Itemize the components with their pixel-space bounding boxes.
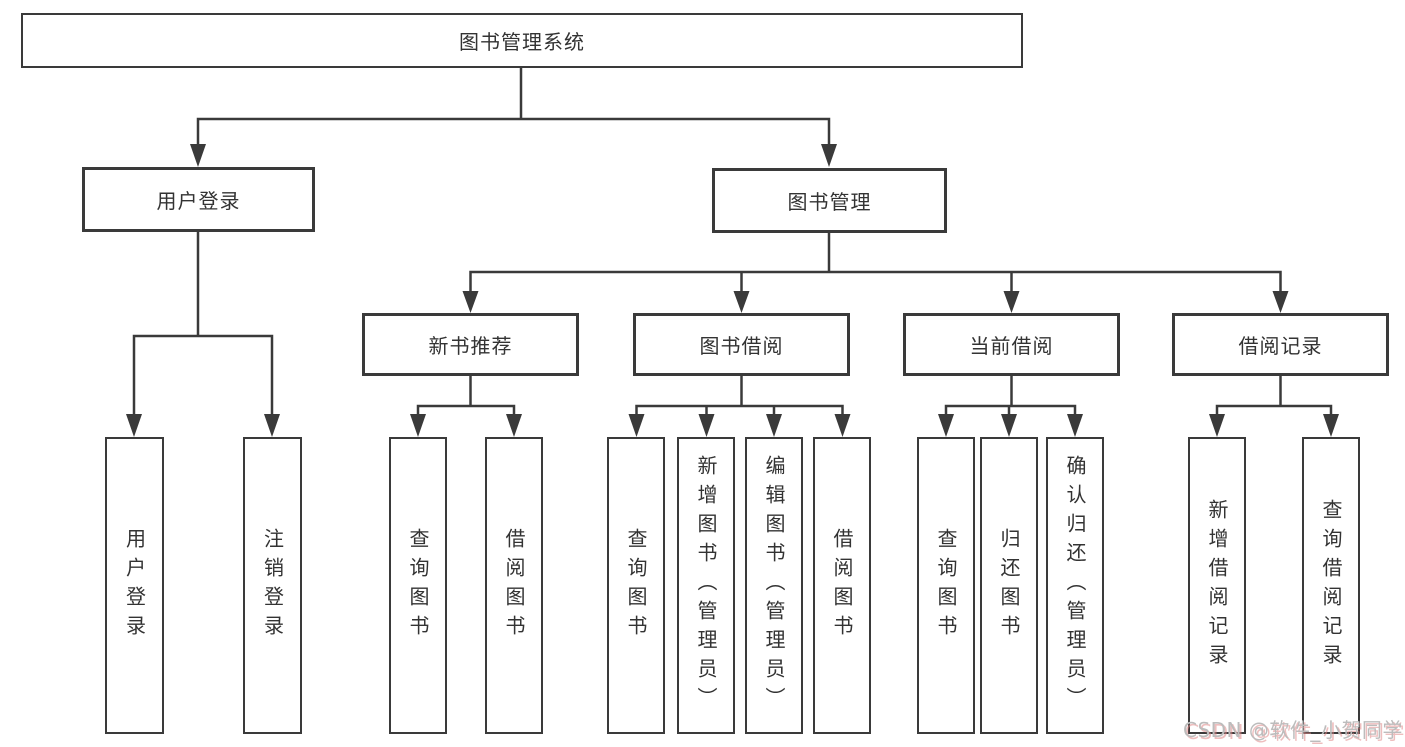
leaf-logout-label: 注销登录 [260,527,285,644]
arrowhead [506,414,522,437]
arrowhead [766,414,782,437]
csdn-watermark: CSDN @软件_小贺同学 [1183,718,1403,742]
node-user-login: 用户登录 [82,167,315,232]
arrowhead [190,144,206,167]
edge [132,334,274,416]
leaf-borrow-books-borrowing-label: 借阅图书 [830,527,854,644]
edge [1215,404,1333,417]
leaf-confirm-return-admin: 确认归还（管理员） [1046,437,1104,734]
edges-book-borrow-subtree [635,376,844,417]
arrowhead [698,414,715,437]
edges-root [196,68,831,147]
leaf-query-books-current: 查询图书 [917,437,975,734]
arrowhead [126,414,142,437]
leaf-logout: 注销登录 [243,437,302,734]
arrowhead [462,291,479,313]
node-current-borrowing: 当前借阅 [903,313,1120,376]
leaf-query-books-current-label: 查询图书 [934,527,958,644]
leaf-edit-books-admin: 编辑图书（管理员） [745,437,803,734]
edges-new-book-subtree [416,376,516,417]
edge [196,117,831,147]
node-root-label: 图书管理系统 [459,30,585,54]
leaf-add-books-admin: 新增图书（管理员） [677,437,735,734]
node-book-management-label: 图书管理 [787,190,872,214]
arrowhead [1067,414,1083,437]
edges-current-borrow-subtree [944,376,1077,417]
arrowhead [938,414,954,437]
leaf-add-borrow-record: 新增借阅记录 [1188,437,1246,734]
leaf-query-books-borrowing-label: 查询图书 [624,527,648,644]
arrowhead [821,144,837,167]
leaf-query-borrow-record: 查询借阅记录 [1302,437,1360,734]
node-new-book-recommend: 新书推荐 [362,313,579,376]
node-root: 图书管理系统 [21,13,1023,68]
edge [635,404,844,417]
edge [469,270,1282,293]
arrowhead [733,291,750,313]
leaf-user-login: 用户登录 [105,437,164,734]
leaf-return-books-label: 归还图书 [997,527,1021,644]
leaf-edit-books-admin-label: 编辑图书（管理员） [762,455,786,716]
arrowhead [834,414,851,437]
arrowhead [1003,291,1020,313]
arrowhead [1272,291,1289,313]
node-user-login-label: 用户登录 [156,189,241,213]
edge [416,404,516,417]
leaf-confirm-return-admin-label: 确认归还（管理员） [1063,455,1087,716]
arrowheads [126,144,1339,437]
node-book-borrowing: 图书借阅 [633,313,850,376]
leaf-borrow-books-recommend: 借阅图书 [485,437,543,734]
leaf-return-books: 归还图书 [980,437,1038,734]
arrowhead [410,414,426,437]
leaf-borrow-books-borrowing: 借阅图书 [813,437,871,734]
edges-user-login-subtree [132,232,274,416]
arrowhead [264,414,280,437]
node-borrowing-records: 借阅记录 [1172,313,1389,376]
leaf-add-books-admin-label: 新增图书（管理员） [694,455,718,716]
leaf-query-books-recommend-label: 查询图书 [406,527,430,644]
leaf-add-borrow-record-label: 新增借阅记录 [1205,498,1229,673]
leaf-borrow-books-recommend-label: 借阅图书 [502,527,526,644]
node-book-borrowing-label: 图书借阅 [699,334,784,358]
leaf-user-login-label: 用户登录 [122,527,147,644]
edges-borrow-records-subtree [1215,376,1333,417]
edge [944,404,1077,417]
edges-book-management-subtree [469,232,1282,293]
arrowhead [1001,414,1017,437]
node-borrowing-records-label: 借阅记录 [1238,334,1323,358]
node-new-book-recommend-label: 新书推荐 [428,334,513,358]
arrowhead [1209,414,1225,437]
leaf-query-books-recommend: 查询图书 [389,437,447,734]
leaf-query-borrow-record-label: 查询借阅记录 [1319,498,1343,673]
arrowhead [628,414,645,437]
leaf-query-books-borrowing: 查询图书 [607,437,665,734]
node-book-management: 图书管理 [712,168,947,233]
arrowhead [1323,414,1339,437]
node-current-borrowing-label: 当前借阅 [969,334,1054,358]
